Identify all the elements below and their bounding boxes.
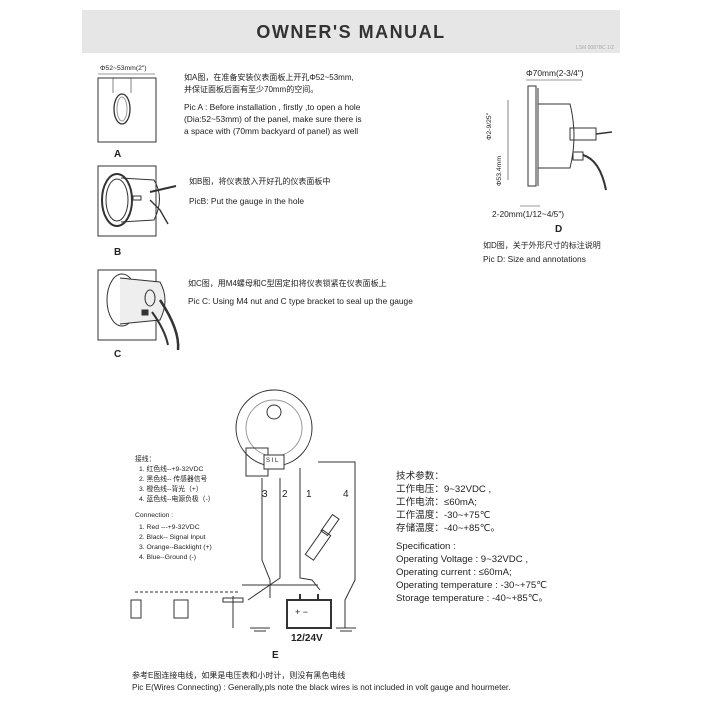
pic-b-cn: 如B图，将仪表放入开好孔的仪表面板中 bbox=[189, 177, 331, 186]
svg-text:+ −: + − bbox=[295, 607, 308, 617]
pic-b-en: PicB: Put the gauge in the hole bbox=[189, 196, 305, 206]
pic-b-label: B bbox=[114, 247, 122, 258]
wiring-en-item: 3. Orange--Backlight (+) bbox=[139, 544, 212, 551]
pic-c-cn: 如C图，用M4螺母和C型固定扣将仪表锁紧在仪表面板上 bbox=[188, 279, 387, 288]
pic-e-wiring bbox=[130, 389, 356, 632]
wiring-cn-title: 接线： bbox=[135, 456, 156, 463]
wiring-en-title: Connection : bbox=[135, 512, 174, 519]
pic-a-en-line3: a space with (70mm backyard of panel) as… bbox=[184, 126, 359, 136]
pic-a-cn-line1: 如A图，在准备安装仪表面板上开孔Φ52~53mm, bbox=[184, 73, 354, 82]
specs-cn-title: 技术参数： bbox=[396, 471, 444, 482]
pic-a-en-line2: (Dia:52~53mm) of the panel, make sure th… bbox=[184, 114, 362, 124]
wire-number-3: 3 bbox=[262, 489, 268, 500]
pic-c-label: C bbox=[114, 349, 122, 360]
specs-cn-item: 工作电流：≤60mA; bbox=[396, 497, 477, 508]
wiring-cn-item: 4. 蓝色线--电源负极（-） bbox=[139, 496, 215, 503]
pic-d-dim-left1: Φ2-9/25" bbox=[486, 112, 493, 140]
pic-b-illustration bbox=[97, 165, 177, 237]
terminal-label: S I L bbox=[266, 458, 279, 464]
wire-number-4: 4 bbox=[343, 489, 349, 500]
pic-d-dim-left2: Φ53.4mm bbox=[496, 156, 503, 186]
specs-cn-item: 工作电压：9~32VDC , bbox=[396, 484, 492, 495]
pic-a-label: A bbox=[114, 149, 122, 160]
pic-a-cn-line2: 并保证面板后面有至少70mm的空间。 bbox=[184, 85, 319, 94]
specs-en: Specification : Operating Voltage : 9~32… bbox=[396, 540, 548, 605]
specs-en-item: Operating temperature : -30~+75℃ bbox=[396, 580, 548, 591]
header-banner: OWNER'S MANUAL LSM 0087BC 1/2 bbox=[82, 10, 620, 53]
battery-voltage: 12/24V bbox=[291, 633, 323, 644]
wiring-en-item: 1. Red ---+9-32VDC bbox=[139, 524, 200, 531]
pic-a-dimension: Φ52~53mm(2") bbox=[100, 65, 147, 72]
specs-cn: 技术参数： 工作电压：9~32VDC , 工作电流：≤60mA; 工作温度：-3… bbox=[396, 470, 500, 535]
wiring-cn-item: 1. 红色线--+9-32VDC bbox=[139, 466, 204, 473]
pic-c-en: Pic C: Using M4 nut and C type bracket t… bbox=[188, 296, 413, 306]
specs-en-item: Storage temperature : -40~+85℃。 bbox=[396, 593, 549, 604]
pic-e-en-note: Pic E(Wires Connecting) : Generally,pls … bbox=[132, 683, 511, 692]
pic-d-cn: 如D图，关于外形尺寸的标注说明 bbox=[483, 241, 601, 250]
pic-d-dim-top: Φ70mm(2-3/4") bbox=[526, 68, 584, 78]
manual-title: OWNER'S MANUAL bbox=[256, 22, 446, 42]
pic-e-cn-note: 参考E图连接电线，如果是电压表和小时计，则没有黑色电线 bbox=[132, 671, 346, 680]
pic-c-illustration bbox=[97, 269, 180, 351]
wire-number-1: 1 bbox=[306, 489, 312, 500]
wiring-en-item: 4. Blue--Ground (-) bbox=[139, 554, 197, 561]
pic-a-illustration bbox=[97, 73, 157, 143]
pic-d-dim-bottom: 2-20mm(1/12~4/5") bbox=[492, 209, 565, 219]
pic-d-illustration bbox=[507, 79, 613, 207]
specs-en-item: Operating current : ≤60mA; bbox=[396, 567, 512, 578]
specs-cn-item: 工作温度：-30~+75℃ bbox=[396, 510, 491, 521]
wiring-cn-item: 3. 橙色线--背光（+） bbox=[139, 486, 203, 493]
wiring-cn-item: 2. 黑色线-- 传感器信号 bbox=[139, 476, 208, 483]
wire-number-2: 2 bbox=[282, 489, 288, 500]
pic-d-label: D bbox=[555, 224, 563, 235]
pic-a-en-line1: Pic A : Before installation , firstly ,t… bbox=[184, 102, 361, 112]
specs-cn-item: 存储温度：-40~+85℃。 bbox=[396, 523, 501, 534]
pic-e-label: E bbox=[272, 650, 279, 661]
manual-code: LSM 0087BC 1/2 bbox=[575, 45, 614, 51]
specs-en-item: Operating Voltage : 9~32VDC , bbox=[396, 554, 528, 565]
wiring-en-item: 2. Black-- Signal Input bbox=[139, 534, 206, 541]
pic-d-en: Pic D: Size and annotations bbox=[483, 254, 586, 264]
specs-en-title: Specification : bbox=[396, 541, 456, 552]
